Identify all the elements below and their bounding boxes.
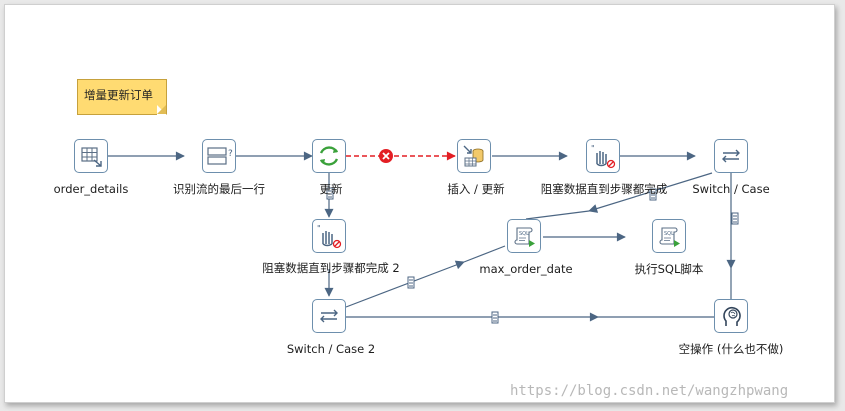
- label-dummy: 空操作 (什么也不做): [678, 342, 784, 356]
- step-max-order-date[interactable]: SQL: [507, 219, 541, 253]
- identify-last-row-icon: ?: [207, 147, 233, 165]
- svg-text:?: ?: [228, 149, 233, 159]
- label-identify-last-row: 识别流的最后一行: [173, 182, 265, 196]
- note-text: 增量更新订单: [84, 88, 153, 102]
- label-insert-update: 插入 / 更新: [447, 182, 505, 196]
- label-update: 更新: [319, 182, 343, 196]
- step-switch-case[interactable]: [714, 139, 748, 173]
- hop-switch2-to-max-order[interactable]: [345, 260, 465, 308]
- step-exec-sql[interactable]: SQL: [652, 219, 686, 253]
- sql-script-icon: SQL: [659, 227, 680, 247]
- switch-case-icon: [722, 149, 740, 163]
- sql-script-icon: SQL: [514, 227, 535, 247]
- blocking-step-icon: ": [317, 224, 342, 249]
- transformation-canvas[interactable]: 增量更新订单 order_details ? 识别流的最后一行 更新: [4, 4, 835, 403]
- step-switch-case-2[interactable]: [312, 299, 346, 333]
- svg-text:": ": [591, 144, 595, 153]
- svg-text:SQL: SQL: [664, 231, 674, 237]
- watermark: https://blog.csdn.net/wangzhpwang: [510, 383, 789, 399]
- step-insert-update[interactable]: [457, 139, 491, 173]
- label-order-details: order_details: [53, 182, 129, 196]
- label-blocking: 阻塞数据直到步骤都完成: [540, 182, 668, 196]
- error-hop-update-to-insert[interactable]: [346, 149, 456, 163]
- label-blocking-2: 阻塞数据直到步骤都完成 2: [262, 261, 400, 275]
- switch-case-icon: [320, 309, 338, 323]
- step-blocking-2[interactable]: ": [312, 219, 346, 253]
- update-icon: [319, 146, 339, 166]
- step-identify-last-row[interactable]: ?: [202, 139, 236, 173]
- label-switch-case: Switch / Case: [692, 182, 770, 196]
- label-max-order-date: max_order_date: [479, 262, 573, 276]
- step-update[interactable]: [312, 139, 346, 173]
- insert-update-icon: [463, 145, 484, 167]
- label-exec-sql: 执行SQL脚本: [634, 262, 704, 276]
- step-dummy[interactable]: [714, 299, 748, 333]
- sticky-note[interactable]: 增量更新订单: [77, 79, 167, 115]
- label-switch-case-2: Switch / Case 2: [286, 342, 376, 356]
- blocking-step-icon: ": [591, 144, 616, 169]
- step-blocking[interactable]: ": [586, 139, 620, 173]
- svg-text:": ": [317, 224, 321, 233]
- table-input-icon: [81, 147, 102, 167]
- svg-text:SQL: SQL: [519, 231, 529, 237]
- dummy-step-icon: [723, 306, 741, 326]
- hop-layer: [108, 149, 739, 324]
- step-order-details[interactable]: [74, 139, 108, 173]
